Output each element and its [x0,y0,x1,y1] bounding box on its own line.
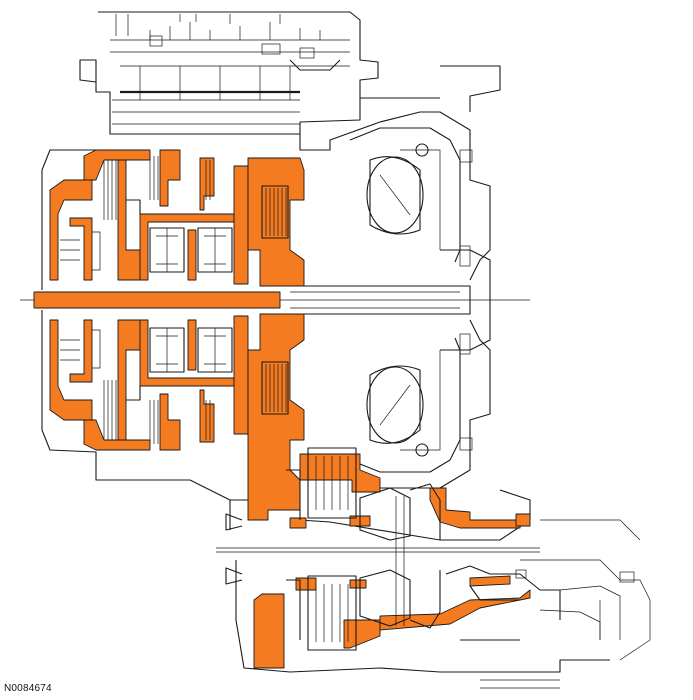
transfer-gears [225,447,441,651]
torque-converter [349,127,491,473]
transmission-case [41,65,651,689]
clutch-packs [103,156,289,444]
valve-body [79,11,379,135]
figure-reference-code: N0084674 [4,683,52,694]
differential-assembly [445,565,635,641]
planetary-gearsets [60,199,233,401]
